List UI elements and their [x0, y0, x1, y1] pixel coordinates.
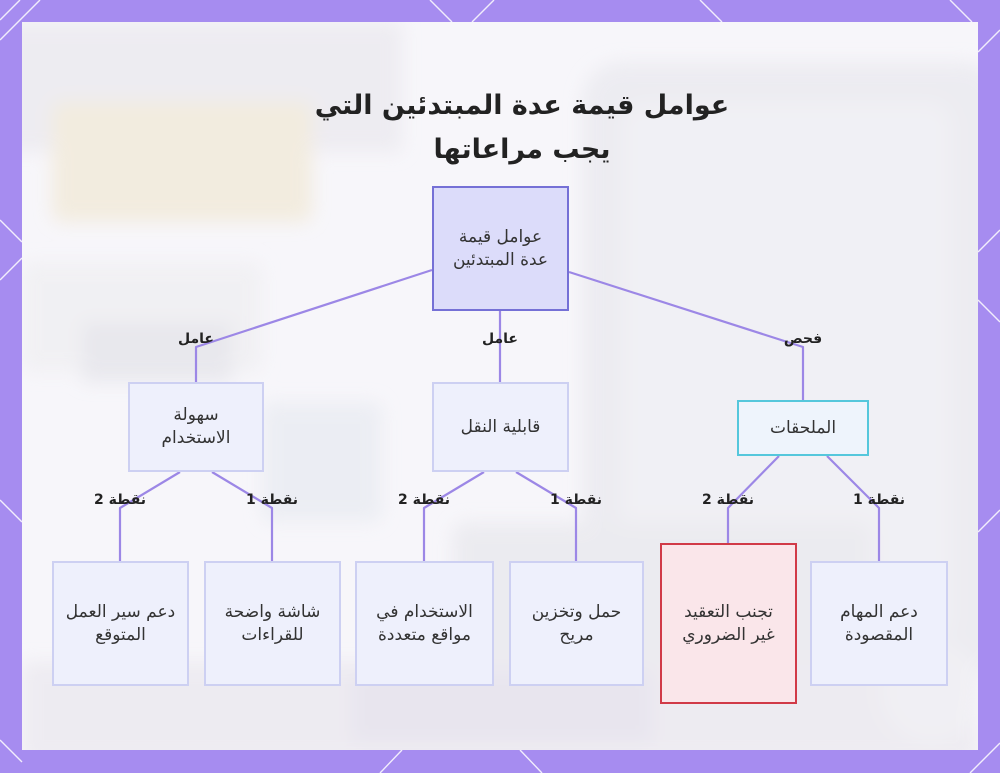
node-portability-label: قابلية النقل	[460, 416, 541, 437]
edge-label-point2-usability: نقطة 2	[93, 492, 147, 508]
node-workflow: دعم سير العمل المتوقع	[52, 561, 189, 686]
node-usability: سهولة الاستخدام	[128, 382, 264, 472]
diagram-title: عوامل قيمة عدة المبتدئين التي يجب مراعات…	[222, 84, 822, 172]
node-root: عوامل قيمة عدة المبتدئين	[432, 186, 569, 311]
node-usability-label: سهولة الاستخدام	[161, 405, 231, 448]
edge-portability-multisite	[422, 471, 485, 561]
edge-root-usability	[194, 268, 433, 382]
edge-label-point2-portability: نقطة 2	[397, 492, 451, 508]
node-tasks-label: دعم المهام المقصودة	[840, 601, 918, 645]
node-carry-label: حمل وتخزين مريح	[531, 601, 622, 645]
edge-label-factor-center: عامل	[482, 331, 518, 347]
node-root-label: عوامل قيمة عدة المبتدئين	[452, 226, 549, 270]
edge-label-factor-left: عامل	[178, 331, 214, 347]
node-multisite-label: الاستخدام في مواقع متعددة	[376, 601, 473, 645]
node-tasks: دعم المهام المقصودة	[810, 561, 948, 686]
edge-label-point1-usability: نقطة 1	[245, 492, 299, 508]
edge-label-point2-accessories: نقطة 2	[701, 492, 755, 508]
edge-label-check: فحص	[783, 331, 823, 347]
node-accessories: الملحقات	[737, 400, 869, 456]
node-multisite: الاستخدام في مواقع متعددة	[355, 561, 494, 686]
edge-accessories-tasks	[826, 455, 881, 561]
edge-usability-screen	[211, 471, 274, 561]
node-avoid-label: تجنب التعقيد غير الضروري	[682, 601, 775, 645]
edge-label-point1-accessories: نقطة 1	[852, 492, 906, 508]
node-carry: حمل وتخزين مريح	[509, 561, 644, 686]
edge-accessories-avoid	[726, 455, 780, 543]
node-workflow-label: دعم سير العمل المتوقع	[65, 601, 176, 645]
title-line-1: عوامل قيمة عدة المبتدئين التي	[314, 90, 730, 121]
node-avoid: تجنب التعقيد غير الضروري	[660, 543, 797, 704]
node-screen-label: شاشة واضحة للقراءات	[224, 601, 321, 645]
node-accessories-label: الملحقات	[769, 417, 837, 438]
title-line-2: يجب مراعاتها	[433, 134, 611, 165]
edge-root-accessories	[568, 270, 805, 400]
node-screen: شاشة واضحة للقراءات	[204, 561, 341, 686]
edge-usability-workflow	[118, 471, 181, 561]
edge-label-point1-portability: نقطة 1	[549, 492, 603, 508]
edge-portability-carry	[515, 471, 578, 561]
node-portability: قابلية النقل	[432, 382, 569, 472]
